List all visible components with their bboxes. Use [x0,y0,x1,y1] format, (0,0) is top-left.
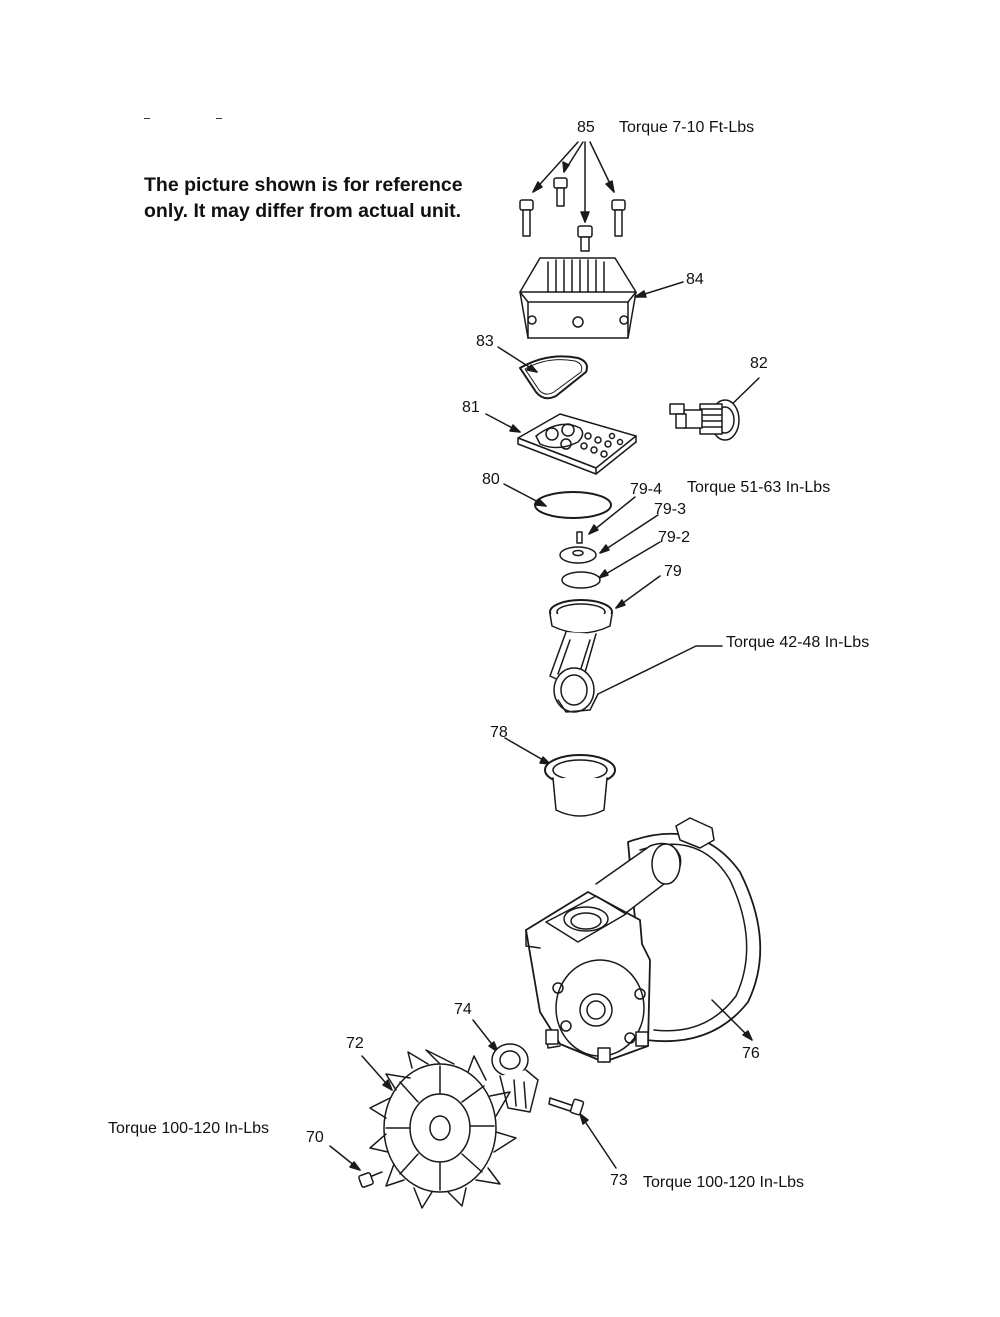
scan-mark [216,118,222,119]
head-bolts-85 [519,141,626,252]
gasket-83 [497,346,588,400]
part-label-78: 78 [490,724,508,741]
part-label-81: 81 [462,399,480,416]
notice-line-2: only. It may differ from actual unit. [144,200,462,222]
part-label-79: 79 [664,563,682,580]
cooling-fan-72 [361,1049,517,1209]
connecting-rod [549,599,723,713]
o-ring-80 [503,483,612,519]
part-label-85: 85 [577,119,595,136]
torque-spec-70: Torque 100-120 In-Lbs [108,1120,269,1137]
screw-70 [329,1145,383,1188]
cylinder-sleeve-78 [504,737,616,817]
part-label-72: 72 [346,1035,364,1052]
part-label-73: 73 [610,1172,628,1189]
torque-spec-73: Torque 100-120 In-Lbs [643,1174,804,1191]
torque-spec-connecting-rod: Torque 42-48 In-Lbs [726,634,870,651]
bolt-73 [548,1097,617,1169]
fan-cover-74 [472,1019,539,1113]
part-label-84: 84 [686,271,704,288]
part-label-70: 70 [306,1129,324,1146]
valve-plate-81 [485,413,637,475]
motor-crankcase-76 [525,817,762,1063]
part-label-74: 74 [454,1001,472,1018]
piston-components-79 [559,496,661,609]
part-label-82: 82 [750,355,768,372]
part-label-79-4: 79-4 [630,481,663,498]
scan-mark [144,118,150,119]
torque-spec-85: Torque 7-10 Ft-Lbs [619,119,755,136]
reference-notice: The picture shown is for reference only.… [144,172,463,224]
torque-spec-79-4: Torque 51-63 In-Lbs [687,479,831,496]
part-label-79-3: 79-3 [654,501,687,518]
part-label-83: 83 [476,333,494,350]
part-label-80: 80 [482,471,500,488]
part-label-76: 76 [742,1045,760,1062]
check-valve-82 [669,377,760,441]
notice-line-1: The picture shown is for reference [144,174,463,196]
cylinder-head-84 [519,257,684,339]
part-label-79-2: 79-2 [658,529,691,546]
